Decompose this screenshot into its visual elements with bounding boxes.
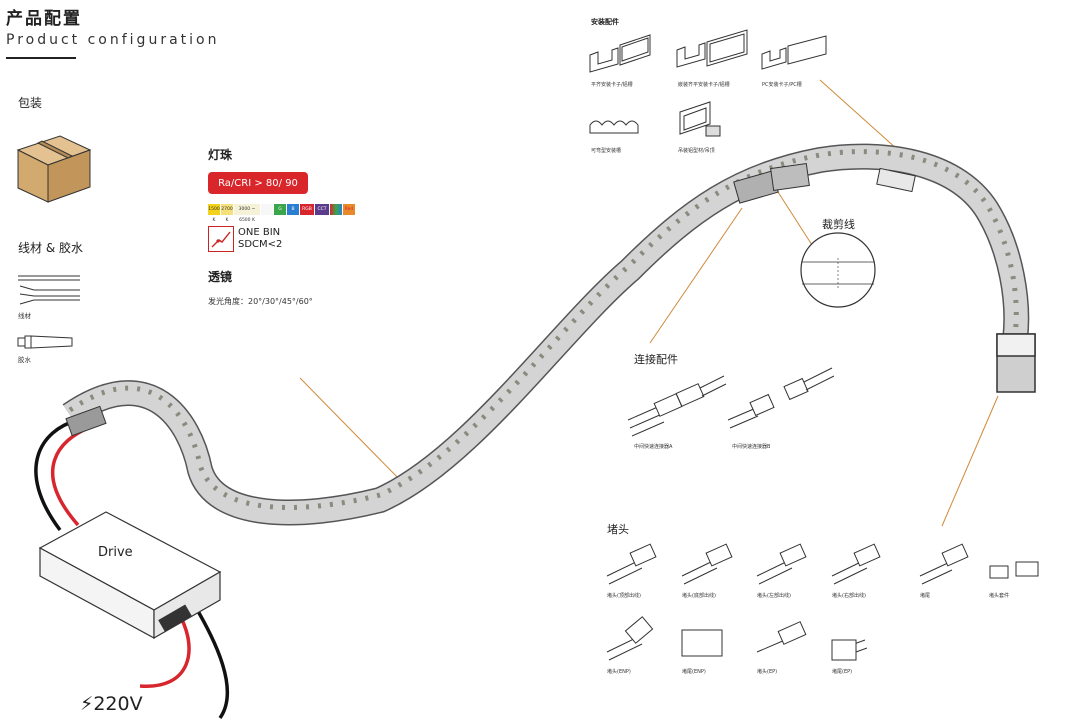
wire-label: 线材 [18, 312, 31, 320]
chip-2700k: 2700 K [221, 204, 233, 223]
voltage-value: 220V [93, 693, 143, 715]
voltage-label: ⚡220V [80, 693, 143, 715]
connector-label: 连接配件 [634, 353, 678, 366]
endcap-item-8: 堵尾(ENP) [682, 669, 706, 675]
glue-label: 胶水 [18, 356, 31, 364]
endcap-label: 堵头 [607, 523, 629, 536]
title-underline [6, 57, 76, 59]
endcap-item-7: 堵头(ENP) [607, 669, 631, 675]
chip-1500k: 1500 K [208, 204, 220, 223]
mounting-accessories [589, 29, 827, 137]
mounting-item-1: 平齐安装卡子/铝槽 [591, 82, 633, 88]
lens-label: 透镜 [208, 270, 233, 284]
wire-icon [18, 275, 80, 305]
packaging-label: 包装 [18, 96, 43, 110]
color-temperature-chips: 1500 K 2700 K 3000 ~ 6500 K G B RGB CCT … [208, 204, 356, 223]
endcap-item-5: 堵尾 [920, 593, 931, 599]
endcap-item-4: 堵头(右部出线) [832, 593, 866, 599]
glue-tube-icon [17, 335, 73, 349]
endcap-item-10: 堵尾(EP) [832, 669, 853, 675]
mounting-label: 安装配件 [591, 18, 619, 26]
chip-3000-6500k: 3000 ~ 6500 K [234, 204, 260, 223]
endcap-item-1: 堵头(顶部出线) [607, 593, 641, 599]
mounting-item-4: 可弯型安装槽 [591, 148, 622, 154]
cut-line-label: 裁剪线 [822, 218, 855, 231]
connector-item-a: 中间快速连接器A [634, 444, 673, 450]
chip-white [261, 204, 273, 215]
driver-label: Drive [98, 545, 133, 560]
endcap-illustrations [606, 543, 1039, 661]
leader-lines [299, 79, 999, 527]
mounting-item-5: 吊装铝型材/吊顶 [678, 148, 715, 154]
endcap-item-9: 堵头(EP) [757, 669, 778, 675]
page-title-en: Product configuration [6, 32, 220, 48]
connector-illustrations [627, 367, 835, 437]
chip-rgb: RGB [300, 204, 314, 215]
beam-angle: 发光角度：20°/30°/45°/60° [208, 297, 313, 306]
endcap-item-3: 堵头(左部出线) [757, 593, 791, 599]
mounting-item-2: 嵌装齐平安装卡子/铝槽 [678, 82, 730, 88]
wire-glue-label: 线材 & 胶水 [18, 241, 83, 255]
driver-cables [34, 418, 230, 720]
mounting-item-3: PC安装卡子/PC槽 [762, 82, 802, 88]
connector-item-b: 中间快速连接器B [732, 444, 771, 450]
led-label: 灯珠 [208, 148, 233, 162]
bin-line2: SDCM<2 [238, 239, 283, 250]
package-box-icon [16, 135, 92, 203]
endcap-item-6: 堵头套件 [989, 593, 1010, 599]
cut-line-magnifier [800, 232, 876, 308]
bin-spec: ONE BIN SDCM<2 [238, 227, 282, 251]
page-title-cn: 产品配置 [6, 9, 82, 29]
bin-line1: ONE BIN [238, 227, 281, 238]
driver-box[interactable] [38, 511, 222, 640]
spectrum-icon [208, 226, 234, 252]
chip-cct: CCT [315, 204, 329, 215]
endcap-item-2: 堵头(底部出线) [682, 593, 716, 599]
led-strip [62, 143, 1036, 526]
chip-blue: B [287, 204, 299, 215]
chip-green: G [274, 204, 286, 215]
lightning-icon: ⚡ [80, 693, 94, 715]
chip-multi [330, 204, 342, 215]
chip-red: Red [343, 204, 355, 215]
cri-badge: Ra/CRI > 80/ 90 [208, 172, 308, 194]
